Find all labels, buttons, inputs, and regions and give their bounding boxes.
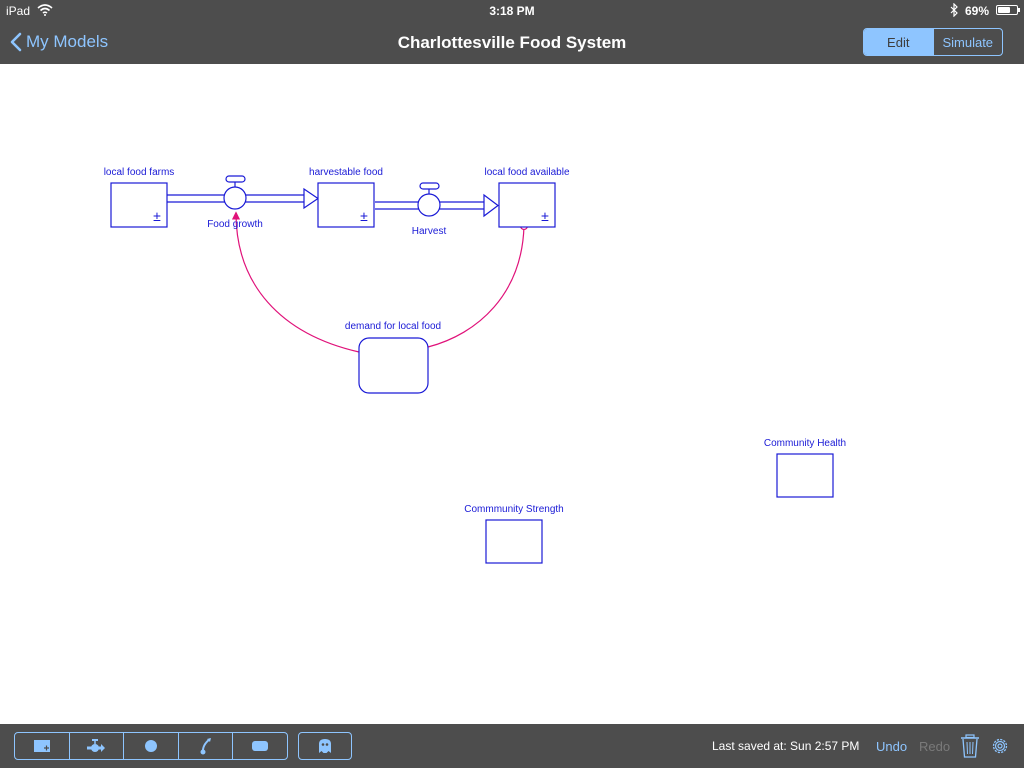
stock-marker: ± [153,208,161,224]
trash-button[interactable] [960,734,980,763]
variable-tool-icon [144,740,157,752]
converter-tool-button[interactable] [233,733,287,759]
page-title: Charlottesville Food System [397,33,627,52]
variable-tool-button[interactable] [124,733,179,759]
link-demand-to-food-growth[interactable] [231,211,360,353]
flow-tool-button[interactable] [70,733,125,759]
edit-mode-button[interactable]: Edit [864,29,934,55]
flow-label-food-growth: Food growth [207,219,263,230]
undo-button[interactable]: Undo [876,739,908,754]
stock-local-food-farms[interactable] [110,182,168,228]
carrier-label: iPad [6,4,31,18]
stock-tool-button[interactable] [15,733,70,759]
stock-harvestable-food[interactable] [317,182,375,228]
converter-tool-icon [252,741,269,751]
status-time: 3:18 PM [489,4,535,18]
bluetooth-icon [949,2,959,20]
stock-local-food-available[interactable] [498,182,556,228]
nav-bar: My Models Charlottesville Food System Ed… [0,20,1024,64]
battery-percent: 69% [965,4,990,18]
flow-harvest[interactable] [375,182,499,218]
last-saved-status: Last saved at: Sun 2:57 PM [712,739,860,753]
stock-label-community-strength: Commmunity Strength [464,504,563,515]
ghost-icon [319,739,331,753]
ghost-tool-button[interactable] [298,732,352,760]
simulate-mode-button[interactable]: Simulate [942,34,994,50]
link-available-to-demand[interactable] [427,225,525,348]
valve-icon [417,193,441,217]
stock-label-local-food-farms: local food farms [104,167,175,178]
model-canvas[interactable]: Food growth Harvest local food farms ± h… [0,64,1024,724]
flow-tool-icon [87,739,106,752]
tool-palette [14,732,288,760]
bottom-toolbar: Last saved at: Sun 2:57 PM Undo Redo [0,724,1024,768]
stock-label-community-health: Community Health [764,438,846,449]
mode-toggle: Edit Simulate [863,28,1003,56]
chevron-left-icon [10,32,22,52]
variable-label-demand-for-local-food: demand for local food [345,321,441,332]
stock-community-health[interactable] [776,453,834,498]
valve-icon [223,186,247,210]
status-bar: iPad 3:18 PM 69% [0,0,1024,20]
wifi-icon [37,4,53,19]
model-diagram: Food growth Harvest local food farms ± h… [104,167,846,564]
valve-handle-icon [419,182,440,190]
link-tool-button[interactable] [179,733,234,759]
redo-button[interactable]: Redo [919,739,951,754]
top-bar: iPad 3:18 PM 69% My Models [0,0,1024,64]
variable-demand-for-local-food[interactable] [358,337,429,394]
back-button-label: My Models [26,32,109,51]
valve-handle-icon [225,175,246,183]
battery-icon [996,5,1020,15]
stock-community-strength[interactable] [485,519,543,564]
flow-food-growth[interactable] [167,175,320,210]
gear-icon [992,738,1008,754]
flow-label-harvest: Harvest [412,226,447,237]
stock-marker: ± [360,208,368,224]
back-button[interactable]: My Models [10,29,108,55]
trash-icon [961,734,979,758]
stock-marker: ± [541,208,549,224]
stock-label-harvestable-food: harvestable food [309,167,383,178]
stock-tool-icon [33,740,50,752]
stock-label-local-food-available: local food available [484,167,569,178]
link-tool-icon [200,738,211,755]
settings-button[interactable] [990,736,1010,761]
